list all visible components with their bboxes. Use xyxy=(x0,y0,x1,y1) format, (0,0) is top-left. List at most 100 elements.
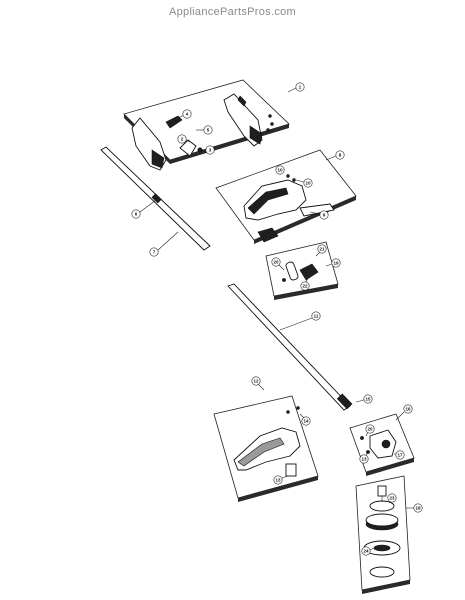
switch-block xyxy=(257,227,279,243)
motor-bearing xyxy=(299,263,319,281)
callout-16-label: 16 xyxy=(405,407,411,412)
trigger-lever xyxy=(165,115,183,129)
motor-cover xyxy=(243,179,307,221)
callout-22: 22 xyxy=(300,281,310,291)
callout-18-label: 18 xyxy=(415,506,421,511)
callout-20-second: 20 xyxy=(365,424,375,434)
spool-cap xyxy=(369,500,395,512)
panel-guard-assembly xyxy=(215,149,357,244)
callout-23: 23 xyxy=(387,493,397,503)
callout-14: 14 xyxy=(301,416,311,426)
screw-14-a xyxy=(296,406,300,410)
callout-14-label: 14 xyxy=(303,419,309,424)
callout-5-label: 5 xyxy=(207,128,210,133)
screw-20b xyxy=(360,436,364,440)
panel-18-edge xyxy=(362,580,410,594)
callout-20-label: 20 xyxy=(273,260,279,265)
spool-bolt xyxy=(377,485,387,497)
upper-shaft xyxy=(100,146,211,251)
leader-6 xyxy=(139,199,157,213)
callout-1-label: 1 xyxy=(299,85,302,90)
callout-21: 21 xyxy=(317,244,327,254)
callout-23-label: 23 xyxy=(389,496,395,501)
callout-15: 15 xyxy=(363,394,373,404)
callout-12-label: 12 xyxy=(253,379,259,384)
spool-top xyxy=(365,513,399,527)
panel-spool-assembly xyxy=(355,475,411,594)
callout-15-label: 15 xyxy=(365,397,371,402)
leader-2 xyxy=(185,139,191,143)
callout-10: 10 xyxy=(275,165,285,175)
trigger-switch xyxy=(179,139,197,157)
callout-8: 8 xyxy=(335,150,345,160)
callout-2: 2 xyxy=(177,134,187,144)
leader-16 xyxy=(395,411,405,421)
panel-gear-head xyxy=(349,413,415,476)
leader-11 xyxy=(279,317,313,331)
screw-right-c xyxy=(266,128,270,132)
callout-7-label: 7 xyxy=(153,250,156,255)
callout-20: 20 xyxy=(271,257,281,267)
motor-brush xyxy=(285,261,299,281)
shaft-collar xyxy=(151,193,162,204)
leader-21 xyxy=(315,251,321,257)
leader-1 xyxy=(287,87,297,93)
callout-21-label: 21 xyxy=(319,247,325,252)
leader-7 xyxy=(157,231,179,251)
screw-right-b xyxy=(270,122,274,126)
callout-3: 3 xyxy=(205,145,215,155)
leader-24 xyxy=(369,547,375,551)
callout-13-second-label: 13 xyxy=(361,457,367,462)
gear-drive xyxy=(381,439,391,449)
callout-10-second: 10 xyxy=(303,178,313,188)
screw-right-a xyxy=(268,114,272,118)
handle-grip-left xyxy=(151,149,165,169)
callout-1: 1 xyxy=(295,82,305,92)
spool-hub xyxy=(373,544,391,552)
callout-7: 7 xyxy=(149,247,159,257)
shaft-coupler xyxy=(336,393,353,410)
callout-13: 13 xyxy=(273,475,283,485)
callout-17: 17 xyxy=(395,450,405,460)
callout-5: 5 xyxy=(203,125,213,135)
lower-shaft xyxy=(227,283,353,411)
callout-10-second-label: 10 xyxy=(305,181,311,186)
motor-cover-vents xyxy=(247,187,289,215)
screw-part-3 xyxy=(197,147,203,153)
leader-10b xyxy=(295,179,305,183)
callout-4: 4 xyxy=(182,109,192,119)
leader-22 xyxy=(305,277,309,283)
callout-16: 16 xyxy=(403,404,413,414)
panel-19-edge xyxy=(274,284,338,300)
callout-20-second-label: 20 xyxy=(367,427,373,432)
leader-lines xyxy=(139,87,414,551)
guard-clip xyxy=(299,203,335,217)
callout-12: 12 xyxy=(251,376,261,386)
panel-handle-assembly xyxy=(123,79,290,171)
spool-bump-knob xyxy=(369,566,395,578)
callout-22-label: 22 xyxy=(302,284,308,289)
callout-19: 19 xyxy=(331,258,341,268)
callout-3-label: 3 xyxy=(209,148,212,153)
callout-19-label: 19 xyxy=(333,261,339,266)
panel-16-edge xyxy=(366,458,414,476)
callout-24-label: 24 xyxy=(363,549,369,554)
leader-13 xyxy=(281,475,289,479)
watermark-text: AppliancePartsPros.com xyxy=(168,6,297,18)
callout-6-label: 6 xyxy=(135,212,138,217)
leader-15 xyxy=(355,399,365,403)
callout-9-label: 9 xyxy=(323,213,326,218)
callout-8-label: 8 xyxy=(339,153,342,158)
callout-11: 11 xyxy=(311,311,321,321)
callout-10-label: 10 xyxy=(277,168,283,173)
screw-10-b xyxy=(292,178,296,182)
handle-grip-right xyxy=(249,125,263,145)
leader-19 xyxy=(325,263,333,267)
leader-14 xyxy=(299,413,305,419)
callout-17-label: 17 xyxy=(397,453,403,458)
panel-motor-parts xyxy=(265,241,339,300)
leader-12 xyxy=(257,383,265,391)
handle-latch-right xyxy=(237,95,247,107)
callout-24: 24 xyxy=(361,546,371,556)
